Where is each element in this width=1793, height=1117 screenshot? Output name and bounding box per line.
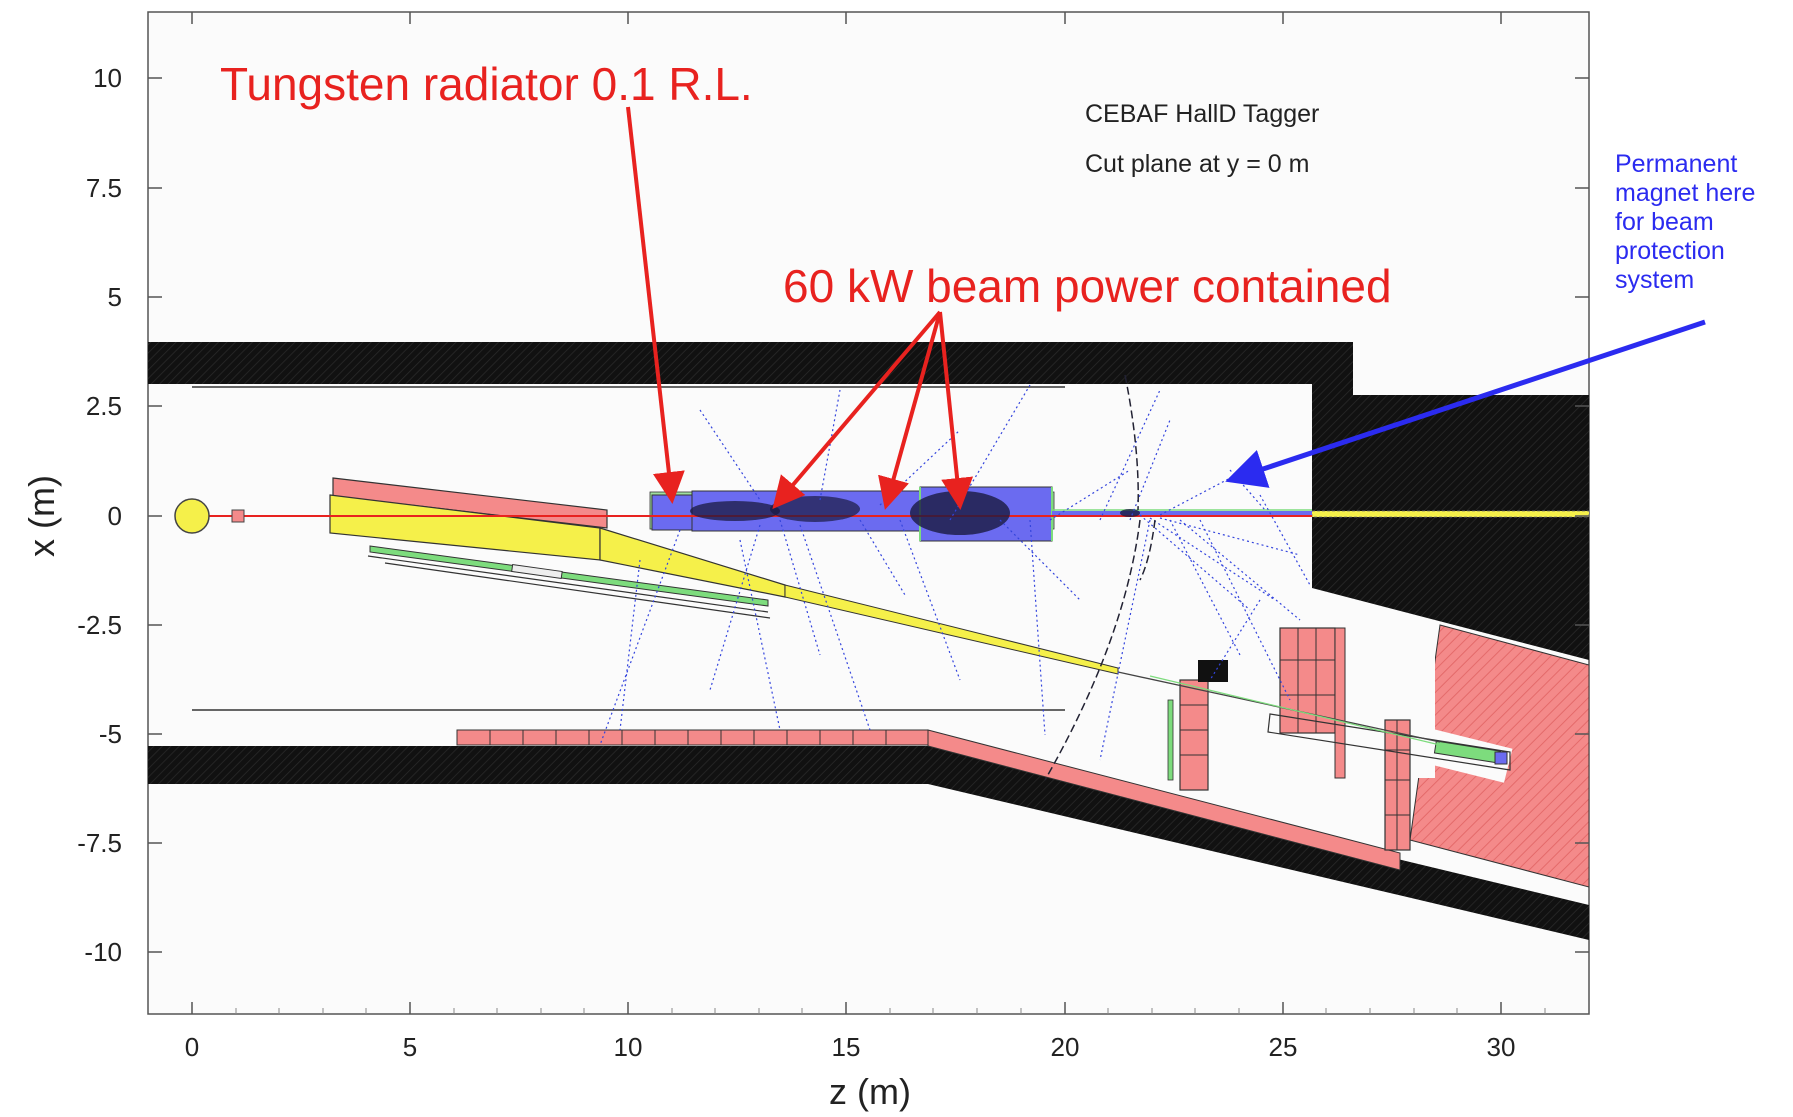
radiator-arrow bbox=[626, 106, 685, 504]
beam-power-arrow-2 bbox=[878, 311, 942, 510]
plot-info-title: CEBAF HallD Tagger bbox=[1085, 100, 1319, 128]
right-beamline-pipe bbox=[1311, 510, 1589, 518]
x-tick-label: 30 bbox=[1487, 1032, 1516, 1062]
charged-tracks bbox=[1044, 374, 1156, 781]
x-axis-title: z (m) bbox=[829, 1071, 911, 1112]
x-tick-labels: 0 5 10 15 20 25 30 bbox=[185, 1032, 1516, 1062]
x-tick-label: 10 bbox=[614, 1032, 643, 1062]
y-tick-label: -2.5 bbox=[77, 610, 122, 640]
dump-block-grid-c bbox=[1180, 704, 1208, 756]
upper-shield-wall bbox=[148, 342, 1353, 384]
y-tick-label: 0 bbox=[108, 501, 122, 531]
focal-plane-line-a bbox=[367, 555, 769, 613]
radiator-housing bbox=[651, 494, 693, 531]
permanent-magnet-note: Permanent magnet here for beam protectio… bbox=[1615, 150, 1756, 294]
dump-green-liner bbox=[1167, 699, 1174, 781]
dump-block-grid-d bbox=[1385, 720, 1410, 850]
beam-power-arrow-1 bbox=[772, 310, 942, 510]
y-tick-label: 2.5 bbox=[86, 391, 122, 421]
shower-cluster-4 bbox=[1120, 509, 1140, 517]
beam-power-annotation: 60 kW beam power contained bbox=[783, 260, 1392, 312]
magnet-pointer-arrow bbox=[1225, 319, 1706, 488]
y-tick-label: 10 bbox=[93, 63, 122, 93]
beam-source-marker bbox=[231, 509, 245, 523]
sloped-pink-shield bbox=[927, 729, 1401, 871]
beam-dump-core bbox=[1494, 751, 1508, 765]
geometry-group bbox=[148, 342, 1589, 940]
focal-plane-counter bbox=[511, 563, 563, 580]
y-tick-label: 7.5 bbox=[86, 173, 122, 203]
beam-power-arrow-3 bbox=[938, 311, 974, 510]
upper-right-step bbox=[1312, 342, 1353, 395]
shower-cluster-3 bbox=[910, 491, 1010, 535]
dump-black-block bbox=[1198, 660, 1228, 682]
x-tick-label: 20 bbox=[1051, 1032, 1080, 1062]
shower-cluster-1 bbox=[690, 501, 780, 521]
y-tick-label: -5 bbox=[99, 719, 122, 749]
dump-block-column-c bbox=[1179, 679, 1209, 791]
y-tick-label: -10 bbox=[84, 937, 122, 967]
x-tick-label: 5 bbox=[403, 1032, 417, 1062]
y-tick-label: -7.5 bbox=[77, 828, 122, 858]
focal-plane-line-b bbox=[384, 562, 771, 619]
upper-right-shield bbox=[1312, 384, 1589, 660]
y-axis-title: x (m) bbox=[21, 475, 62, 557]
focal-plane-green bbox=[369, 545, 769, 607]
minor-tick-marks bbox=[235, 1008, 1546, 1014]
shower-cluster-2 bbox=[770, 496, 860, 522]
tick-marks bbox=[148, 12, 1589, 1014]
plot-info-subtitle: Cut plane at y = 0 m bbox=[1085, 150, 1309, 178]
y-tick-labels: 10 7.5 5 2.5 0 -2.5 -5 -7.5 -10 bbox=[77, 63, 122, 967]
electron-line-thin-green bbox=[1149, 675, 1441, 746]
lower-shield-wall bbox=[148, 746, 928, 784]
floor-block-dividers bbox=[489, 730, 887, 745]
radiator-annotation: Tungsten radiator 0.1 R.L. bbox=[220, 58, 753, 110]
y-tick-label: 5 bbox=[108, 282, 122, 312]
beam-source-circle bbox=[174, 498, 210, 534]
dump-block-column-b bbox=[1334, 627, 1346, 779]
x-tick-label: 0 bbox=[185, 1032, 199, 1062]
x-tick-label: 15 bbox=[832, 1032, 861, 1062]
electron-line-yellow bbox=[784, 584, 1119, 675]
floor-shield-blocks bbox=[456, 729, 929, 746]
x-tick-label: 25 bbox=[1269, 1032, 1298, 1062]
red-arrows bbox=[626, 106, 974, 510]
lower-right-shield bbox=[928, 746, 1589, 940]
